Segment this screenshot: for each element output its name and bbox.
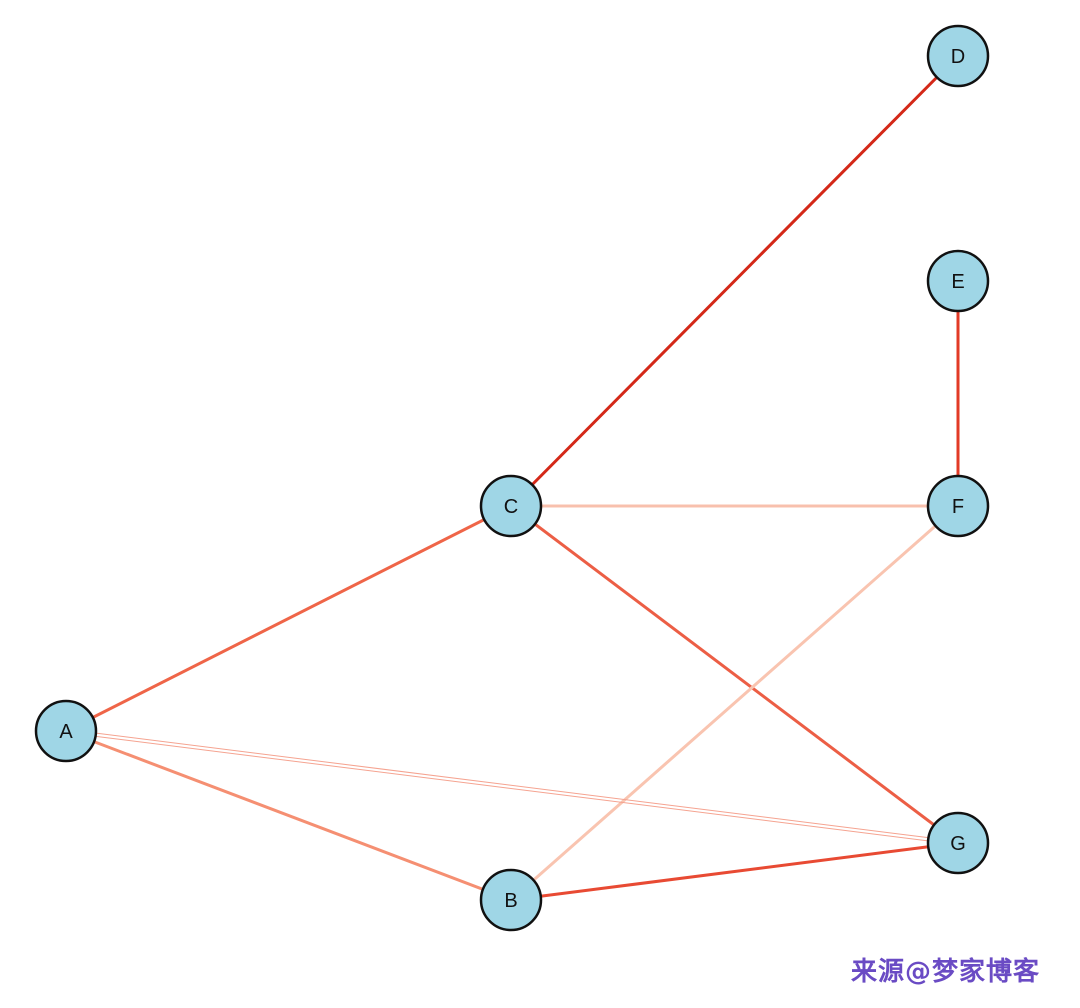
edge-a-b <box>65 729 512 902</box>
node-f: F <box>926 474 990 538</box>
node-c-label: C <box>504 496 518 518</box>
edge-a-g-strand-2 <box>65 732 958 846</box>
node-g-label: G <box>950 833 966 855</box>
node-b-label: B <box>504 890 517 912</box>
edges-layer <box>65 54 960 902</box>
nodes-layer: D E C F A G B <box>34 24 990 932</box>
node-c: C <box>479 474 543 538</box>
node-b-circle <box>479 868 543 932</box>
node-g-circle <box>926 811 990 875</box>
node-d-label: D <box>951 46 965 68</box>
node-c-circle <box>479 474 543 538</box>
edge-b-g <box>510 841 959 902</box>
node-e: E <box>926 249 990 313</box>
edge-a-g-strand-1 <box>66 728 959 842</box>
node-e-circle <box>926 249 990 313</box>
edge-f-b <box>510 504 959 902</box>
edge-a-c <box>65 504 512 733</box>
node-a-label: A <box>59 721 73 743</box>
node-f-circle <box>926 474 990 538</box>
node-f-label: F <box>952 496 964 518</box>
node-a-circle <box>34 699 98 763</box>
watermark-text: 来源@梦家博客 <box>850 957 1040 987</box>
node-g: G <box>926 811 990 875</box>
edge-c-d <box>509 54 960 508</box>
edge-c-g <box>510 504 959 845</box>
node-d-circle <box>926 24 990 88</box>
node-e-label: E <box>951 271 964 293</box>
node-d: D <box>926 24 990 88</box>
node-b: B <box>479 868 543 932</box>
node-a: A <box>34 699 98 763</box>
